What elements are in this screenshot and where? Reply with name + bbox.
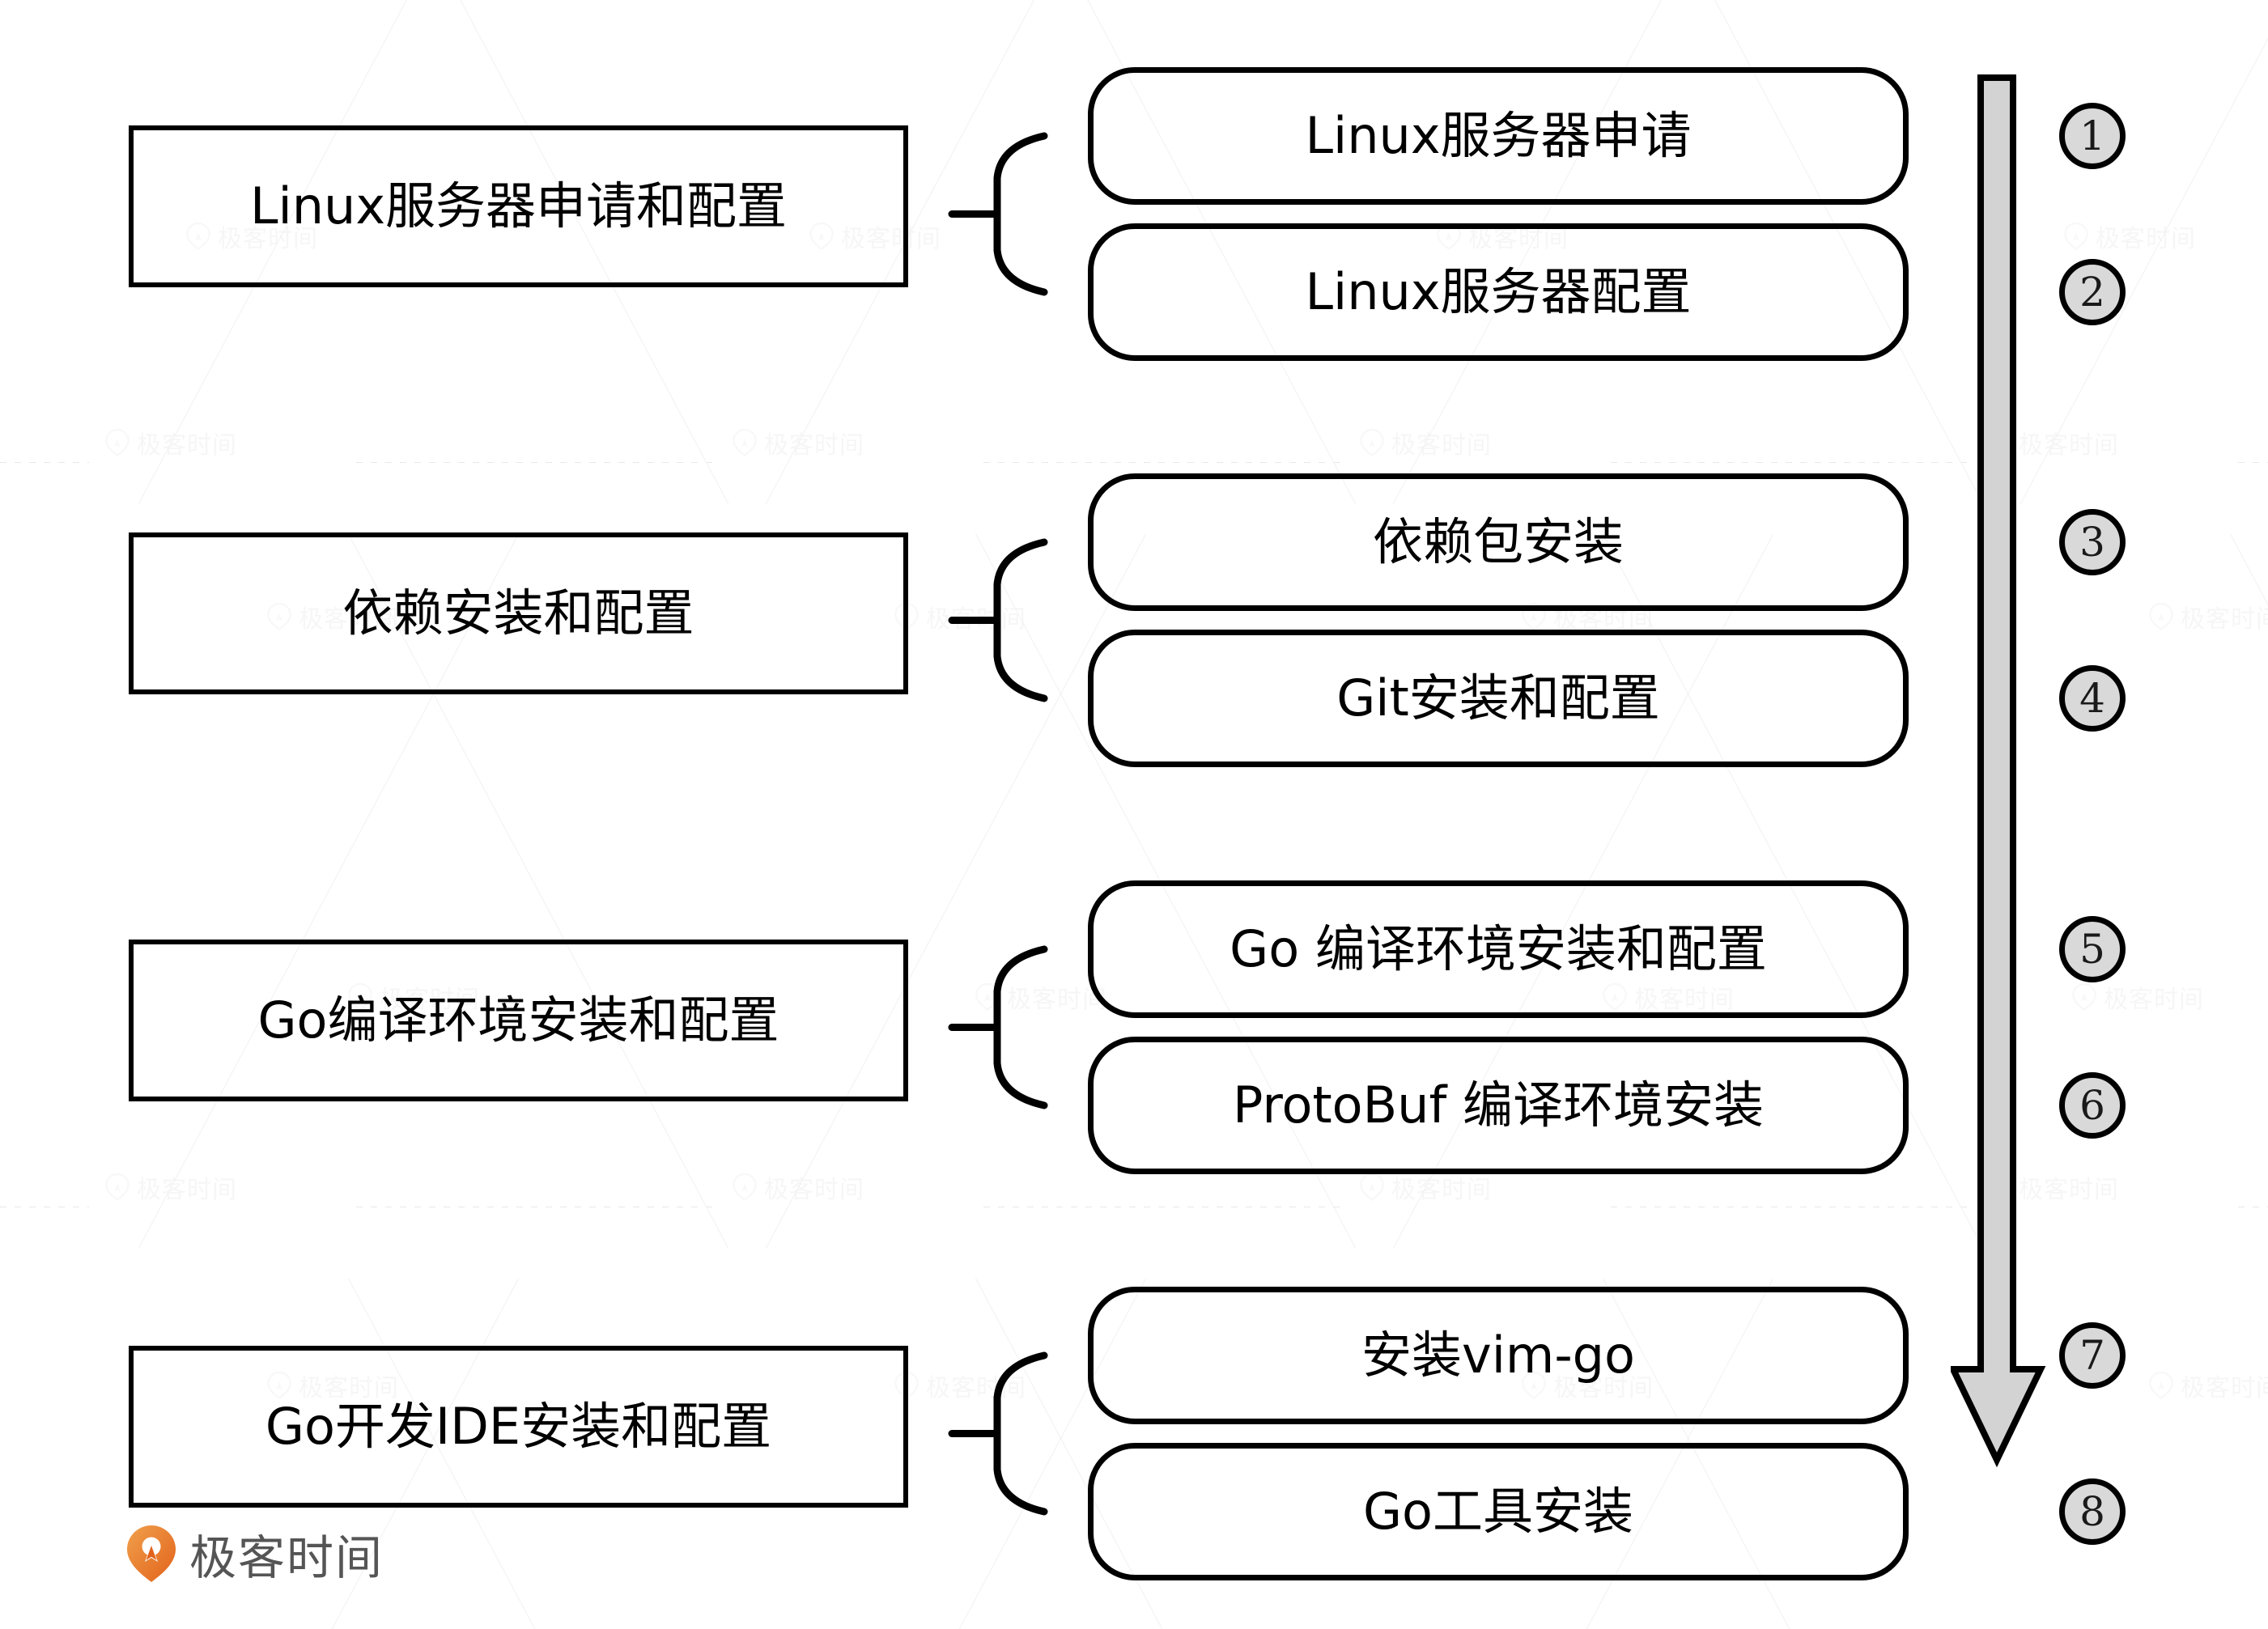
- step-number-value: 4: [2079, 675, 2105, 722]
- step-number-badge-1: 1: [2059, 103, 2126, 169]
- step-number-value: 8: [2079, 1488, 2105, 1535]
- step-number-badge-3: 3: [2059, 509, 2126, 575]
- group-box-label: Linux服务器申请和配置: [249, 176, 788, 235]
- flow-direction-arrow: [1951, 74, 2046, 1468]
- step-box-label: Git安装和配置: [1336, 668, 1660, 728]
- step-box-4[interactable]: Git安装和配置: [1088, 630, 1909, 767]
- step-box-label: Go 编译环境安装和配置: [1230, 919, 1767, 978]
- step-number-value: 3: [2079, 519, 2105, 566]
- step-box-8[interactable]: Go工具安装: [1088, 1443, 1909, 1580]
- brand-logo: 极客时间: [126, 1520, 384, 1588]
- step-box-5[interactable]: Go 编译环境安装和配置: [1088, 880, 1909, 1018]
- step-box-7[interactable]: 安装vim-go: [1088, 1287, 1909, 1424]
- group-box-label: Go开发IDE安装和配置: [265, 1397, 772, 1456]
- step-box-6[interactable]: ProtoBuf 编译环境安装: [1088, 1037, 1909, 1174]
- step-number-badge-6: 6: [2059, 1072, 2126, 1139]
- step-number-value: 6: [2079, 1082, 2105, 1129]
- step-number-badge-4: 4: [2059, 665, 2126, 732]
- group-box-label: 依赖安装和配置: [342, 583, 694, 643]
- step-box-label: 安装vim-go: [1361, 1326, 1635, 1385]
- step-number-value: 1: [2079, 112, 2105, 159]
- step-box-label: Linux服务器申请: [1305, 106, 1692, 165]
- step-box-label: 依赖包安装: [1372, 512, 1624, 571]
- step-box-2[interactable]: Linux服务器配置: [1088, 223, 1909, 361]
- step-number-badge-8: 8: [2059, 1478, 2126, 1545]
- step-box-1[interactable]: Linux服务器申请: [1088, 67, 1909, 205]
- brand-name: 极客时间: [189, 1530, 384, 1585]
- group-box-2[interactable]: 依赖安装和配置: [129, 532, 908, 694]
- step-number-badge-7: 7: [2059, 1322, 2126, 1389]
- step-box-label: Go工具安装: [1363, 1482, 1633, 1541]
- group-box-3[interactable]: Go编译环境安装和配置: [129, 940, 908, 1101]
- group-box-4[interactable]: Go开发IDE安装和配置: [129, 1346, 908, 1508]
- step-box-label: ProtoBuf 编译环境安装: [1233, 1075, 1764, 1135]
- step-number-value: 5: [2079, 926, 2105, 973]
- group-box-label: Go编译环境安装和配置: [257, 991, 779, 1050]
- step-number-badge-2: 2: [2059, 259, 2126, 325]
- step-number-value: 2: [2079, 269, 2105, 316]
- group-box-1[interactable]: Linux服务器申请和配置: [129, 125, 908, 287]
- step-box-3[interactable]: 依赖包安装: [1088, 473, 1909, 611]
- step-number-badge-5: 5: [2059, 916, 2126, 982]
- step-box-label: Linux服务器配置: [1305, 262, 1692, 321]
- step-number-value: 7: [2079, 1332, 2105, 1379]
- geektime-pin-logo-icon: [127, 1525, 176, 1582]
